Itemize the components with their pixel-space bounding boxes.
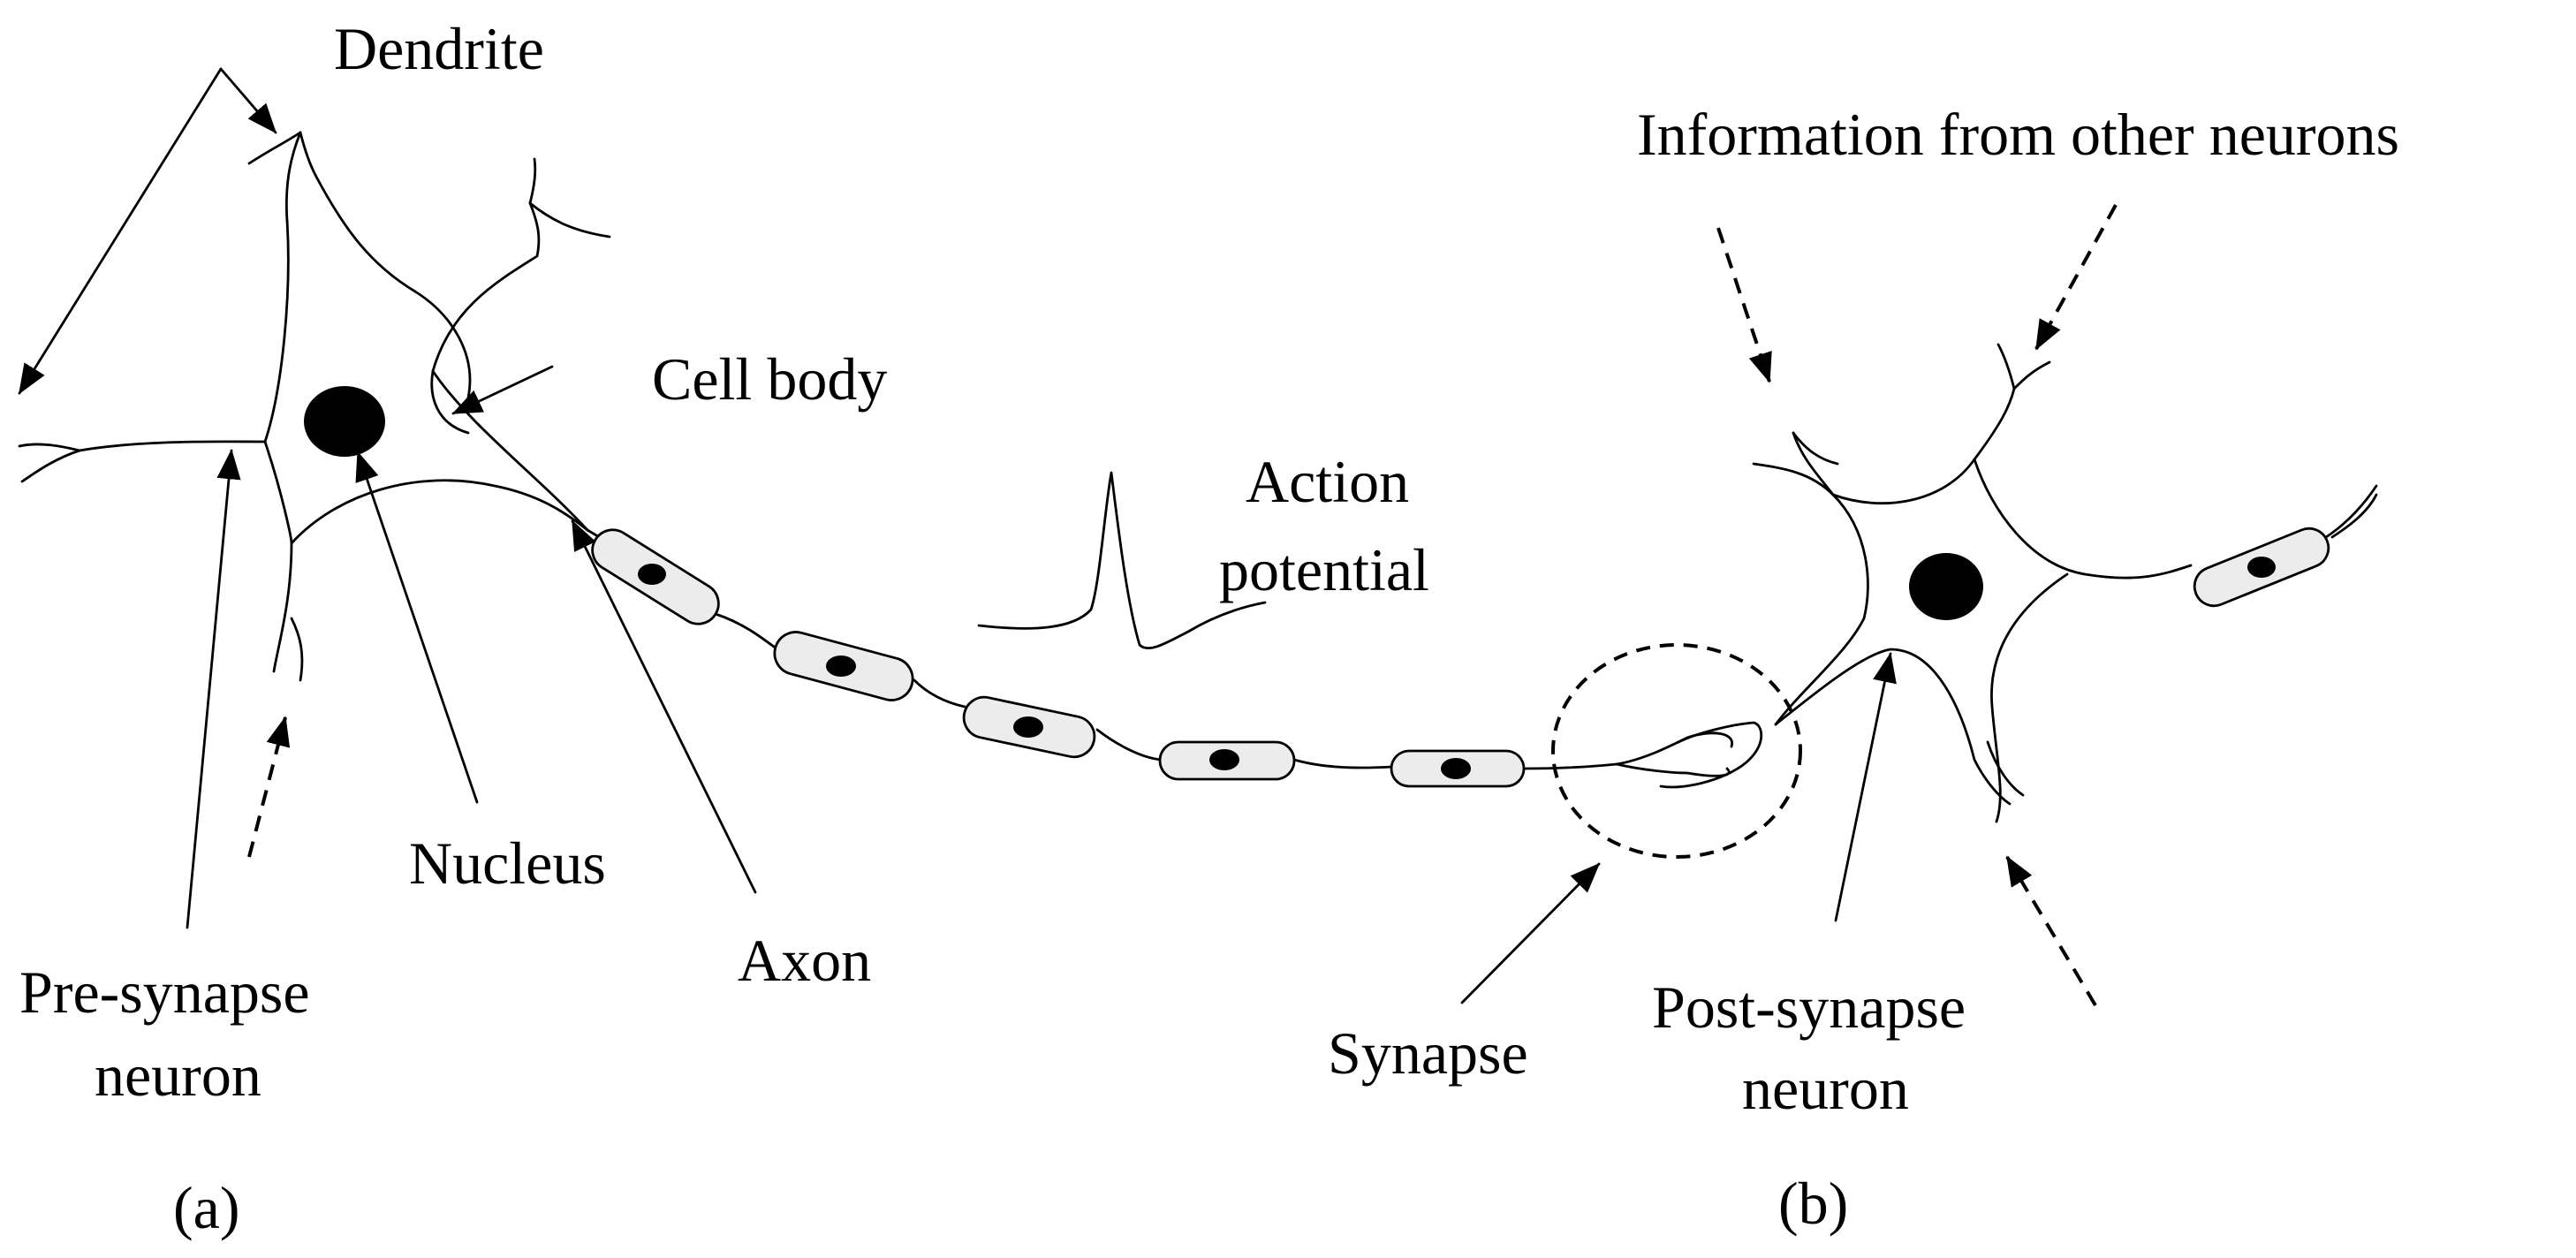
- cell-body-leader: [451, 365, 554, 415]
- input-arrow-post-bottom-right: [2005, 855, 2097, 1007]
- label-synapse: Synapse: [1328, 1019, 1528, 1087]
- label-nucleus: Nucleus: [409, 830, 606, 897]
- axon: [586, 528, 1618, 788]
- label-dendrite: Dendrite: [334, 15, 544, 82]
- labels: Dendrite Cell body Action potential Info…: [19, 15, 2399, 1241]
- schwann-nucleus-2: [826, 656, 856, 677]
- input-arrow-post-top-left: [1716, 227, 1772, 383]
- schwann-nucleus-3: [1013, 716, 1043, 738]
- post-axon-end: [2330, 493, 2378, 539]
- pre-dendrite-left: [78, 219, 290, 452]
- input-arrow-post-top-right: [2034, 204, 2118, 351]
- post-nucleus: [1909, 553, 1983, 620]
- pre-synapse-neuron: [18, 131, 611, 682]
- schwann-nucleus-4: [1209, 749, 1239, 770]
- post-dendrite-right: [1973, 458, 2193, 580]
- label-pre-synapse-2: neuron: [95, 1042, 261, 1109]
- schwann-nucleus-5: [1441, 758, 1471, 779]
- leaders: [18, 67, 2118, 1007]
- post-dendrite-top-left-fork2: [1792, 431, 1839, 466]
- axon-leader: [571, 519, 757, 894]
- label-information-from-other-neurons: Information from other neurons: [1637, 101, 2399, 168]
- post-schwann-nucleus: [2247, 557, 2276, 578]
- synapse: [1551, 643, 1802, 859]
- schwann-nucleus-1: [638, 564, 666, 585]
- post-dendrite-lower-right-fork: [1986, 740, 2025, 797]
- label-panel-b: (b): [1778, 1170, 1848, 1237]
- pre-dendrite-left-lower: [263, 440, 293, 673]
- pre-nucleus: [304, 386, 385, 457]
- nucleus-leader: [355, 451, 479, 804]
- pre-dendrite-top-fork-right: [299, 131, 417, 293]
- post-dendrite-top-left: [1752, 462, 1869, 726]
- pre-dendrite-lower-fork: [290, 617, 304, 682]
- synapse-post-terminal: [1659, 721, 1763, 789]
- pre-dendrite-upper-right-tip2: [528, 157, 537, 205]
- pre-dendrite-left-fork-b: [18, 443, 81, 452]
- label-axon: Axon: [738, 927, 871, 994]
- label-pre-synapse-1: Pre-synapse: [19, 959, 310, 1026]
- label-cell-body: Cell body: [652, 345, 887, 413]
- label-action-potential-2: potential: [1219, 536, 1429, 603]
- pre-cell-to-axon-bottom: [290, 479, 589, 545]
- synapse-circle: [1551, 643, 1802, 859]
- pre-dendrite-upper-right: [413, 290, 472, 399]
- pre-dendrite-upper-right-tip: [528, 201, 611, 239]
- label-post-synapse-2: neuron: [1742, 1055, 1909, 1122]
- pre-dendrite-top-fork-left: [247, 131, 302, 165]
- post-dendrite-lower-right: [1990, 572, 2069, 823]
- pre-dendrite-upper-right-branch: [430, 201, 541, 435]
- label-post-synapse-1: Post-synapse: [1652, 974, 1966, 1041]
- post-synapse-neuron: [1752, 343, 2378, 823]
- pre-dendrite-top: [285, 131, 302, 223]
- post-dendrite-top-left-fork: [1792, 431, 1835, 496]
- dendrite-leader-right: [219, 67, 277, 134]
- synapse-leader: [1460, 862, 1601, 1004]
- input-arrow-pre-bottom: [247, 716, 291, 858]
- pre-synapse-leader: [186, 449, 241, 929]
- post-dendrite-lower-left: [1774, 648, 2012, 806]
- axon-line: [586, 528, 1618, 770]
- post-dendrite-top-right-fork: [1996, 343, 2051, 390]
- label-action-potential-1: Action: [1246, 448, 1409, 515]
- post-synapse-leader: [1834, 652, 1897, 922]
- action-potential-waveform: [977, 471, 1267, 650]
- post-dendrite-top-right: [1831, 387, 2016, 504]
- label-panel-a: (a): [173, 1174, 239, 1241]
- dendrite-leader-left: [18, 67, 223, 395]
- synapse-terminal-bottom: [1615, 762, 1731, 777]
- pre-dendrite-left-fork-a: [20, 449, 81, 483]
- synapse-terminal-top: [1615, 731, 1733, 766]
- pre-cell-to-axon-top: [431, 369, 589, 532]
